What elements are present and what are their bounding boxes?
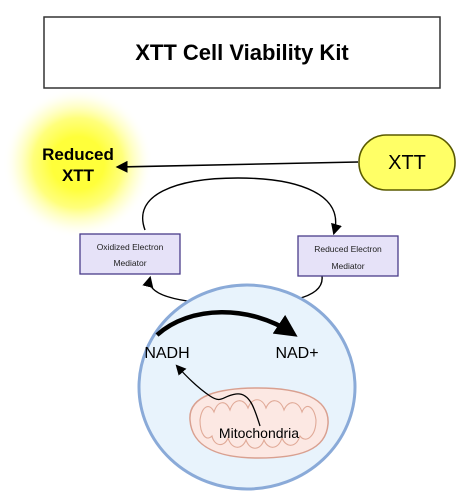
mitochondria-label: Mitochondria: [219, 425, 299, 441]
yellow-glow: [3, 88, 153, 238]
reduced-xtt-label-line1: Reduced: [42, 145, 114, 164]
reduced-xtt-label-line2: XTT: [62, 166, 95, 185]
nadh-to-nad-arrow: [155, 310, 298, 337]
xtt-pill: [358, 134, 456, 191]
xtt-to-reduced-arrow: [115, 160, 359, 173]
oxidized-mediator-line2: Mediator: [113, 258, 146, 268]
mitochondria-to-nadh-arrow: [175, 364, 261, 427]
reduced-mediator-line2: Mediator: [331, 261, 364, 271]
diagram-title: XTT Cell Viability Kit: [135, 40, 349, 65]
mitochondria-cristae: [199, 399, 317, 449]
xtt-node: XTT: [358, 134, 456, 191]
title-box: XTT Cell Viability Kit: [43, 16, 441, 89]
oxidized-mediator-line1: Oxidized Electron: [97, 242, 164, 252]
nadh-label: NADH: [144, 345, 189, 362]
reduced-mediator-line1: Reduced Electron: [314, 244, 382, 254]
xtt-label: XTT: [388, 152, 426, 174]
reduced-mediator-node: Reduced Electron Mediator: [297, 235, 399, 277]
upper-cycle-arrow: [142, 177, 342, 236]
reduced-xtt-node: Reduced XTT: [3, 88, 153, 238]
oxidized-mediator-node: Oxidized Electron Mediator: [79, 233, 181, 275]
cell: NADH NAD+ Mitochondria: [137, 283, 357, 491]
nad-plus-label: NAD+: [275, 345, 318, 362]
